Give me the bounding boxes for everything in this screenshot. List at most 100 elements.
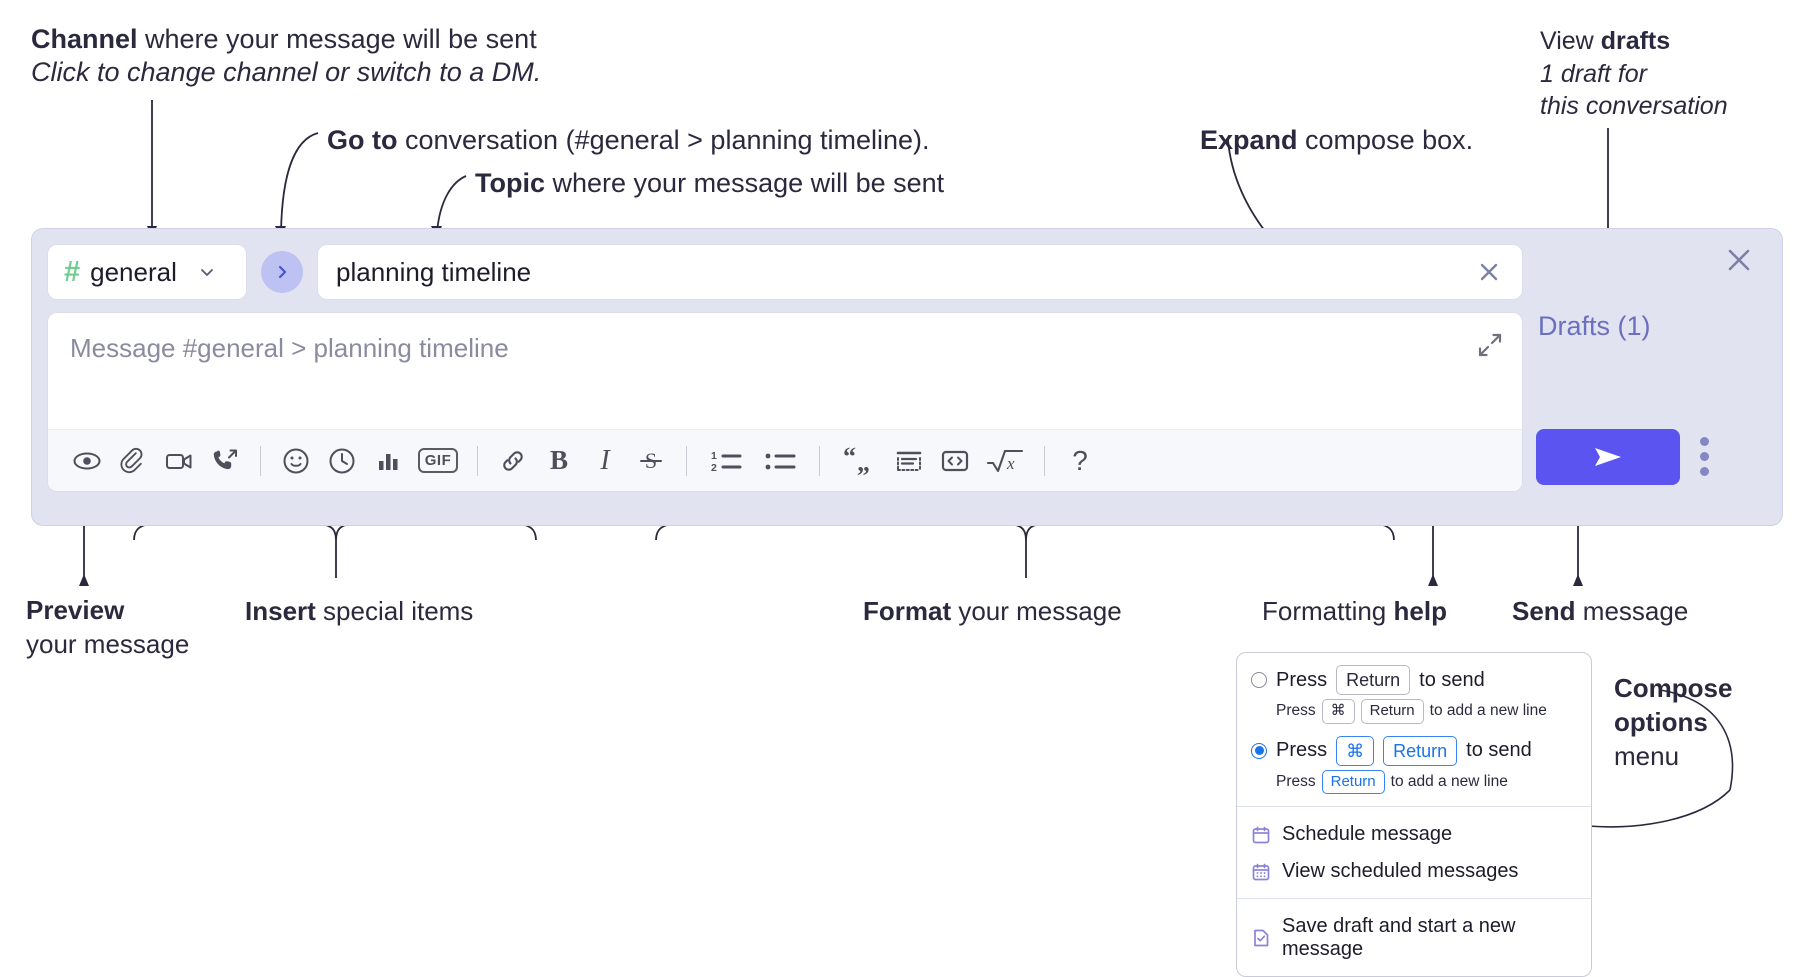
key-return: Return (1336, 665, 1411, 696)
option-main-pre: Press (1276, 668, 1328, 691)
compose-main-area: # general planning timeline Message #gen… (47, 244, 1523, 492)
emoji-icon[interactable] (273, 438, 319, 484)
annotation-help-plain: Formatting (1262, 596, 1394, 626)
annotation-preview: Preview your message (26, 593, 246, 662)
gif-label: GIF (417, 448, 459, 473)
gif-icon[interactable]: GIF (411, 438, 465, 484)
topic-value: planning timeline (336, 256, 532, 287)
annotation-compose-rest: menu (1614, 740, 1680, 771)
annotation-send-bold: Send (1512, 596, 1576, 626)
annotation-format: Format your message (863, 595, 1122, 627)
toolbar-separator (260, 445, 261, 476)
annotation-view-drafts: View drafts 1 draft for this conversatio… (1540, 25, 1728, 123)
attachment-icon[interactable] (110, 438, 156, 484)
chevron-down-icon (197, 262, 217, 282)
goto-conversation-button[interactable] (261, 251, 303, 293)
annotation-channel: Channel where your message will be sent … (31, 23, 541, 90)
key-command: ⌘ (1321, 699, 1355, 724)
italic-icon[interactable]: I (600, 444, 610, 476)
send-button[interactable] (1536, 429, 1680, 485)
clock-icon[interactable] (319, 438, 365, 484)
annotation-view-drafts-bold: drafts (1600, 27, 1671, 55)
radio-button[interactable] (1251, 672, 1267, 689)
expand-icon[interactable] (1476, 331, 1504, 359)
svg-text:1: 1 (711, 450, 717, 462)
annotation-send: Send message (1512, 595, 1688, 627)
draft-menu-group: Save draft and start a new message (1237, 899, 1591, 976)
close-icon[interactable] (1722, 243, 1756, 277)
send-option-return[interactable]: Press Return to send Press ⌘ Return to a… (1251, 665, 1577, 724)
inline-code-icon[interactable] (932, 438, 978, 484)
annotation-help-bold: help (1393, 596, 1447, 626)
option-main-pre: Press (1276, 739, 1328, 762)
annotation-channel-bold: Channel (31, 24, 138, 54)
channel-selector[interactable]: # general (47, 244, 247, 300)
annotation-send-rest: message (1575, 596, 1689, 626)
toolbar-separator (686, 445, 687, 476)
annotation-help: Formatting help (1262, 595, 1447, 627)
key-return: Return (1383, 735, 1458, 766)
send-icon (1595, 448, 1621, 466)
link-icon[interactable] (490, 438, 536, 484)
annotation-topic: Topic where your message will be sent (475, 167, 944, 200)
menu-item-schedule-message[interactable]: Schedule message (1237, 811, 1591, 853)
annotation-goto: Go to conversation (#general > planning … (327, 124, 930, 157)
annotation-goto-rest: conversation (#general > planning timeli… (397, 125, 930, 155)
menu-item-save-draft[interactable]: Save draft and start a new message (1237, 903, 1591, 968)
annotation-expand-rest: compose box. (1297, 125, 1474, 155)
annotation-view-drafts-line2: 1 draft for (1540, 59, 1647, 88)
help-label: ? (1072, 444, 1088, 476)
help-icon[interactable]: ? (1057, 438, 1103, 484)
annotation-expand: Expand compose box. (1200, 124, 1473, 157)
message-compose-box[interactable]: Message #general > planning timeline (47, 312, 1523, 492)
menu-divider (1237, 806, 1591, 808)
annotation-compose-bold2: options (1614, 706, 1708, 737)
menu-item-label: View scheduled messages (1282, 860, 1519, 883)
annotation-channel-rest: where your message will be sent (137, 24, 537, 54)
annotation-topic-bold: Topic (475, 168, 545, 198)
option-sub-post: to add a new line (1390, 772, 1508, 790)
svg-text:“: “ (843, 446, 856, 471)
topic-input[interactable]: planning timeline (317, 244, 1523, 300)
option-main-post: to send (1466, 739, 1532, 762)
annotation-channel-italic: Click to change channel or switch to a D… (31, 57, 542, 88)
audio-call-icon[interactable] (202, 438, 248, 484)
radio-button-selected[interactable] (1251, 742, 1267, 759)
more-options-icon[interactable] (1700, 437, 1709, 476)
annotation-view-drafts-line3: this conversation (1540, 92, 1728, 120)
save-draft-icon (1251, 928, 1271, 948)
video-icon[interactable] (156, 438, 202, 484)
ordered-list-icon[interactable]: 1 2 (699, 438, 753, 484)
toolbar-separator (1044, 445, 1045, 476)
calendar-grid-icon (1251, 862, 1271, 882)
annotation-format-rest: your message (951, 596, 1122, 626)
annotation-insert-rest: special items (315, 596, 474, 626)
svg-text:x: x (1006, 454, 1015, 473)
blockquote-icon[interactable]: “ „ (832, 438, 886, 484)
poll-icon[interactable] (365, 438, 411, 484)
code-block-icon[interactable] (886, 438, 932, 484)
annotation-topic-rest: where your message will be sent (545, 168, 945, 198)
preview-icon[interactable] (64, 438, 110, 484)
menu-item-label: Save draft and start a new message (1282, 915, 1516, 961)
annotation-format-bold: Format (863, 596, 952, 626)
channel-name-label: general (90, 256, 177, 287)
bulleted-list-icon[interactable] (753, 438, 807, 484)
annotation-view-drafts-plain: View (1540, 27, 1601, 55)
send-option-command-return[interactable]: Press ⌘ Return to send Press Return to a… (1251, 735, 1577, 795)
chevron-right-icon (278, 265, 287, 279)
strikethrough-icon[interactable]: S (628, 438, 674, 484)
bold-icon[interactable]: B (549, 445, 568, 475)
drafts-link[interactable]: Drafts (1) (1538, 311, 1651, 341)
compose-rail: Drafts (1) (1522, 229, 1782, 527)
annotation-compose-bold1: Compose (1614, 673, 1733, 703)
math-icon[interactable]: x (978, 438, 1032, 484)
close-icon[interactable] (1470, 253, 1508, 291)
menu-item-label: Schedule message (1282, 823, 1453, 846)
compose-options-menu: Press Return to send Press ⌘ Return to a… (1236, 652, 1592, 977)
svg-text:2: 2 (711, 462, 717, 474)
menu-item-view-scheduled[interactable]: View scheduled messages (1237, 853, 1591, 890)
option-sub-pre: Press (1276, 772, 1316, 790)
annotation-expand-bold: Expand (1200, 125, 1298, 155)
menu-divider (1237, 898, 1591, 900)
